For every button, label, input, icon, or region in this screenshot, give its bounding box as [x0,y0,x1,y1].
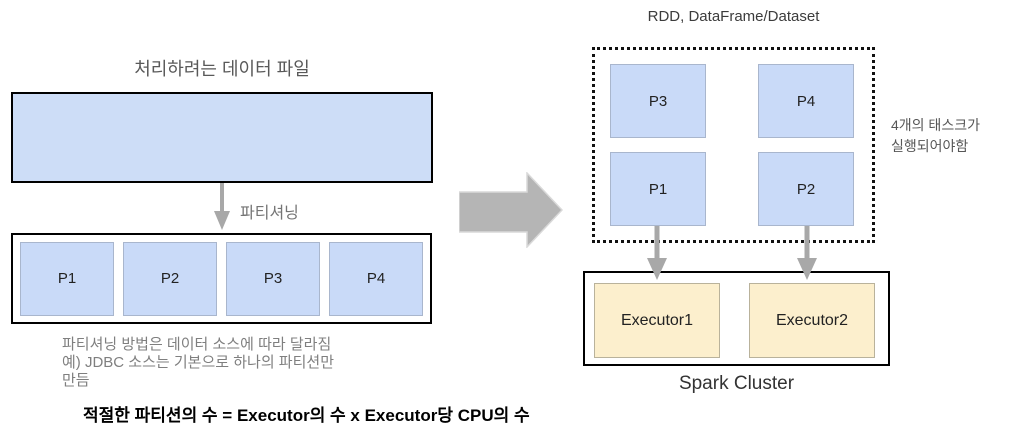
note-line: 파티셔닝 방법은 데이터 소스에 따라 달라짐 [62,336,332,353]
partition-p4: P4 [329,241,423,316]
data-file-title: 처리하려는 데이터 파일 [134,59,310,79]
rdd-dataframe-box: P3 P4 P1 P2 [592,47,875,243]
spark-cluster-box: Executor1 Executor2 [583,271,890,366]
tasks-note-line: 실행되어야함 [891,138,969,154]
partition-p2: P2 [123,241,217,316]
partitioning-arrow-down-icon [214,183,230,230]
task-arrow-down-1-icon [647,226,667,280]
data-file-box [11,92,433,183]
task-arrow-down-2-icon [797,226,817,280]
tasks-note-line: 4개의 태스크가 [891,117,980,133]
tasks-note: 4개의 태스크가 실행되어야함 [891,115,980,157]
partition-p3: P3 [226,241,320,316]
executor2-box: Executor2 [749,283,875,358]
partitioning-note: 파티셔닝 방법은 데이터 소스에 따라 달라짐 예) JDBC 소스는 기본으로… [62,336,334,390]
partitioned-file-box: P1 P2 P3 P4 [11,233,432,324]
rdd-title: RDD, DataFrame/Dataset [647,8,820,25]
note-line: 만듬 [62,372,90,389]
partitioning-label: 파티셔닝 [240,205,299,222]
partition-count-formula: 적절한 파티션의 수 = Executor의 수 x Executor당 CPU… [83,406,530,425]
executor1-box: Executor1 [594,283,720,358]
rdd-partition-p1: P1 [610,152,706,226]
rdd-partition-p3: P3 [610,64,706,138]
rdd-partition-p4: P4 [758,64,854,138]
transform-arrow-right-icon [459,172,563,248]
rdd-partition-p2: P2 [758,152,854,226]
spark-cluster-label: Spark Cluster [678,373,795,394]
note-line: 예) JDBC 소스는 기본으로 하나의 파티션만 [62,354,335,371]
partition-p1: P1 [20,241,114,316]
